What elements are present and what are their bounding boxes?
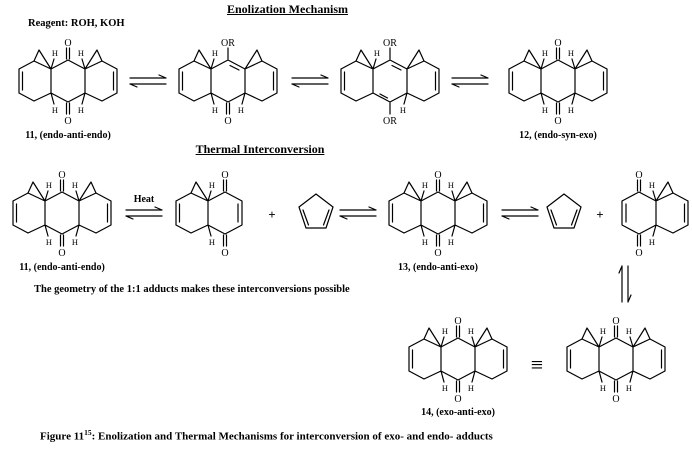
atom-label-H: H <box>209 237 215 247</box>
atom-label-H: H <box>52 48 58 58</box>
figure-caption: Figure 1115: Enolization and Thermal Mec… <box>40 428 493 443</box>
atom-label-O: O <box>612 394 619 405</box>
atom-label-O: O <box>58 248 65 259</box>
atom-label-H: H <box>600 383 606 393</box>
plus-sign-left: + <box>268 207 275 222</box>
atom-label-OR: OR <box>383 116 397 127</box>
structure-13 <box>388 179 488 247</box>
equilibrium-arrow-4 <box>339 206 377 220</box>
atom-label-H: H <box>568 48 574 58</box>
atom-label-O: O <box>635 248 642 259</box>
structure-bis-enol-ether <box>340 47 440 115</box>
label-structure-13: 13, (endo-anti-exo) <box>398 262 478 273</box>
atom-label-H: H <box>422 237 428 247</box>
reagent-label: Reagent: ROH, KOH <box>28 18 125 29</box>
atom-label-H: H <box>374 48 380 58</box>
atom-label-H: H <box>649 180 655 190</box>
atom-label-H: H <box>468 326 474 336</box>
atom-label-O: O <box>454 394 461 405</box>
cyclopentadiene-left <box>298 193 334 229</box>
atom-label-H: H <box>400 105 406 115</box>
caption-text: : Enolization and Thermal Mechanisms for… <box>91 430 493 443</box>
atom-label-H: H <box>238 105 244 115</box>
atom-label-H: H <box>52 105 58 115</box>
atom-label-H: H <box>72 237 78 247</box>
atom-label-O: O <box>434 170 441 181</box>
atom-label-H: H <box>442 383 448 393</box>
atom-label-H: H <box>78 105 84 115</box>
caption-superscript: 15 <box>84 428 92 437</box>
structure-11-thermal <box>12 179 112 247</box>
atom-label-H: H <box>442 326 448 336</box>
equilibrium-arrow-3 <box>451 74 489 88</box>
atom-label-OR: OR <box>221 38 235 49</box>
atom-label-H: H <box>600 326 606 336</box>
identity-sign: ≡ <box>531 352 543 377</box>
atom-label-H: H <box>649 237 655 247</box>
structure-14 <box>408 325 508 393</box>
atom-label-H: H <box>46 237 52 247</box>
plus-sign-right: + <box>596 207 603 222</box>
atom-label-O: O <box>221 170 228 181</box>
label-structure-11-thermal: 11, (endo-anti-endo) <box>19 262 105 273</box>
atom-label-O: O <box>64 38 71 49</box>
caption-figure-number: Figure 11 <box>40 430 85 443</box>
atom-label-H: H <box>626 383 632 393</box>
heat-label: Heat <box>134 194 155 205</box>
atom-label-O: O <box>221 248 228 259</box>
structure-mono-enol-ether <box>178 47 278 115</box>
geometry-note: The geometry of the 1:1 adducts makes th… <box>34 284 350 295</box>
label-structure-12: 12, (endo-syn-exo) <box>519 130 597 141</box>
atom-label-H: H <box>568 105 574 115</box>
structure-11-enolization <box>18 47 118 115</box>
label-structure-11-enolization: 11, (endo-anti-endo) <box>25 130 111 141</box>
atom-label-H: H <box>626 326 632 336</box>
atom-label-O: O <box>612 316 619 327</box>
vertical-equilibrium-arrow <box>618 265 632 303</box>
atom-label-H: H <box>542 48 548 58</box>
atom-label-OR: OR <box>383 38 397 49</box>
thermal-title: Thermal Interconversion <box>195 142 325 156</box>
atom-label-O: O <box>434 248 441 259</box>
atom-label-H: H <box>209 180 215 190</box>
cyclopentadiene-right <box>546 193 582 229</box>
structure-12 <box>508 47 608 115</box>
atom-label-H: H <box>72 180 78 190</box>
equilibrium-arrow-5 <box>501 206 539 220</box>
atom-label-O: O <box>454 316 461 327</box>
atom-label-H: H <box>448 237 454 247</box>
atom-label-H: H <box>542 105 548 115</box>
atom-label-O: O <box>58 170 65 181</box>
atom-label-H: H <box>212 105 218 115</box>
atom-label-H: H <box>422 180 428 190</box>
atom-label-O: O <box>554 38 561 49</box>
structure-14-alternate-view <box>566 325 666 393</box>
atom-label-O: O <box>224 116 231 127</box>
atom-label-H: H <box>78 48 84 58</box>
atom-label-H: H <box>448 180 454 190</box>
heat-equilibrium-arrow <box>125 206 163 220</box>
atom-label-H: H <box>46 180 52 190</box>
enolization-title: Enolization Mechanism <box>226 2 348 16</box>
equilibrium-arrow-2 <box>291 74 329 88</box>
atom-label-H: H <box>212 48 218 58</box>
label-structure-14: 14, (exo-anti-exo) <box>421 407 495 418</box>
atom-label-O: O <box>64 116 71 127</box>
atom-label-O: O <box>554 116 561 127</box>
atom-label-H: H <box>468 383 474 393</box>
equilibrium-arrow-1 <box>129 74 167 88</box>
atom-label-O: O <box>635 170 642 181</box>
